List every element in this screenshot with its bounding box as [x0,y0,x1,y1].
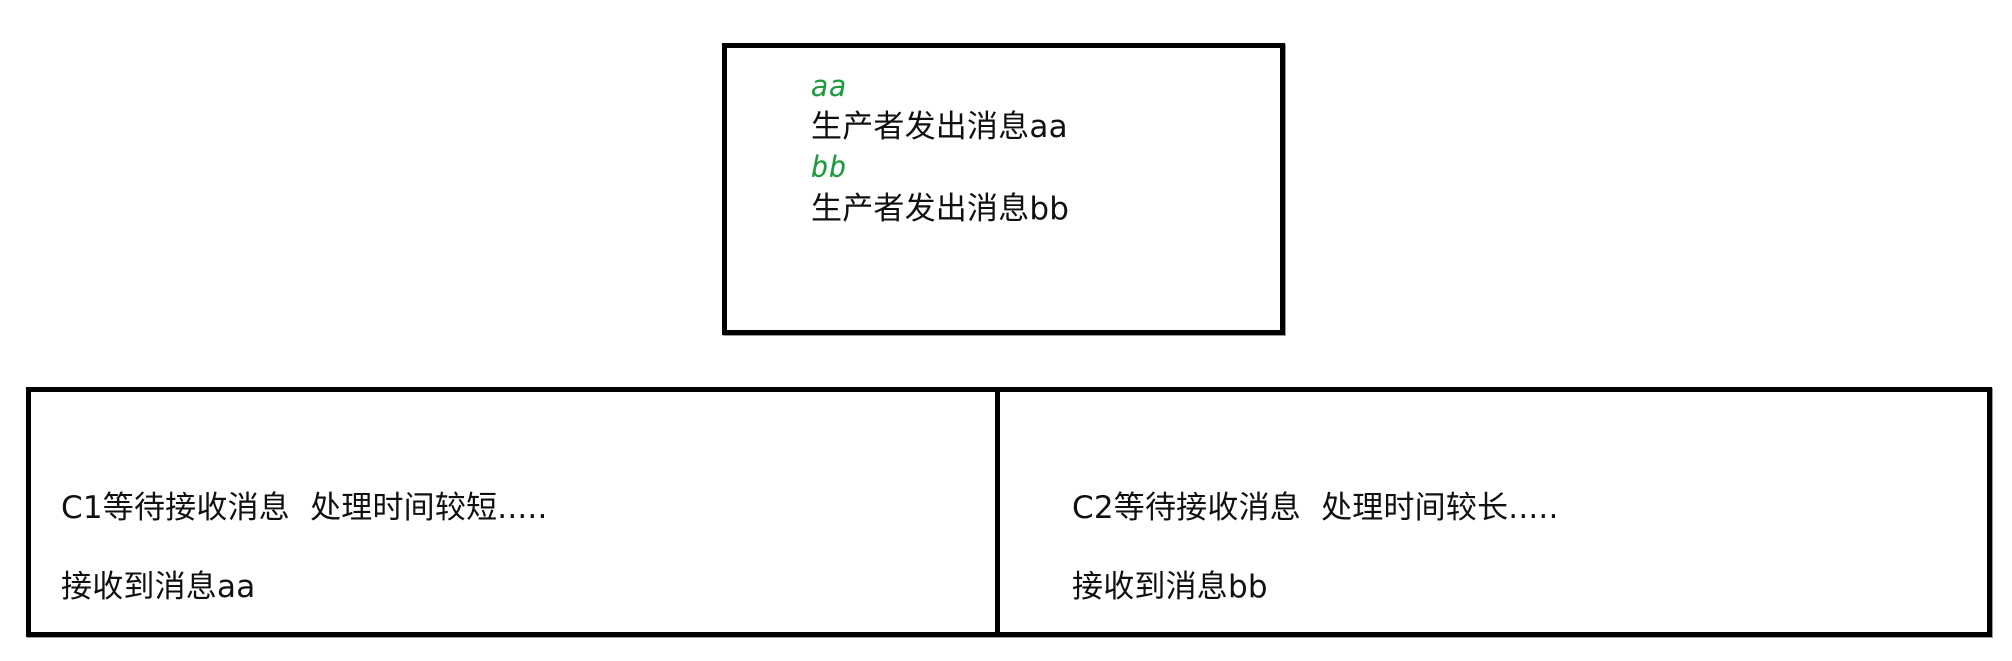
producer-console-output: aa 生产者发出消息aa bb 生产者发出消息bb [811,66,1276,229]
consumer-c1-console-window[interactable]: C1等待接收消息 处理时间较短..... 接收到消息aa [31,392,995,632]
producer-message-token-bb: bb [811,150,847,185]
consumer-c2-received-line: 接收到消息bb [1072,568,1268,605]
consumer-c2-status-line: C2等待接收消息 处理时间较长..... [1072,490,1559,526]
producer-log-line-bb: 生产者发出消息bb [811,190,1070,227]
consumer-console-strip: C1等待接收消息 处理时间较短..... 接收到消息aa C2等待接收消息 处理… [26,387,1992,637]
producer-log-line-aa: 生产者发出消息aa [811,109,1068,146]
consumer-c2-console-window[interactable]: C2等待接收消息 处理时间较长..... 接收到消息bb [995,392,1987,632]
consumer-c1-received-line: 接收到消息aa [61,568,256,605]
producer-message-token-aa: aa [811,69,847,103]
producer-console-window[interactable]: aa 生产者发出消息aa bb 生产者发出消息bb [722,43,1285,335]
consumer-c1-console-output: C1等待接收消息 处理时间较短..... 接收到消息aa [61,450,548,632]
consumer-c1-status-line: C1等待接收消息 处理时间较短..... [61,490,548,526]
consumer-c2-console-output: C2等待接收消息 处理时间较长..... 接收到消息bb [1072,450,1559,632]
